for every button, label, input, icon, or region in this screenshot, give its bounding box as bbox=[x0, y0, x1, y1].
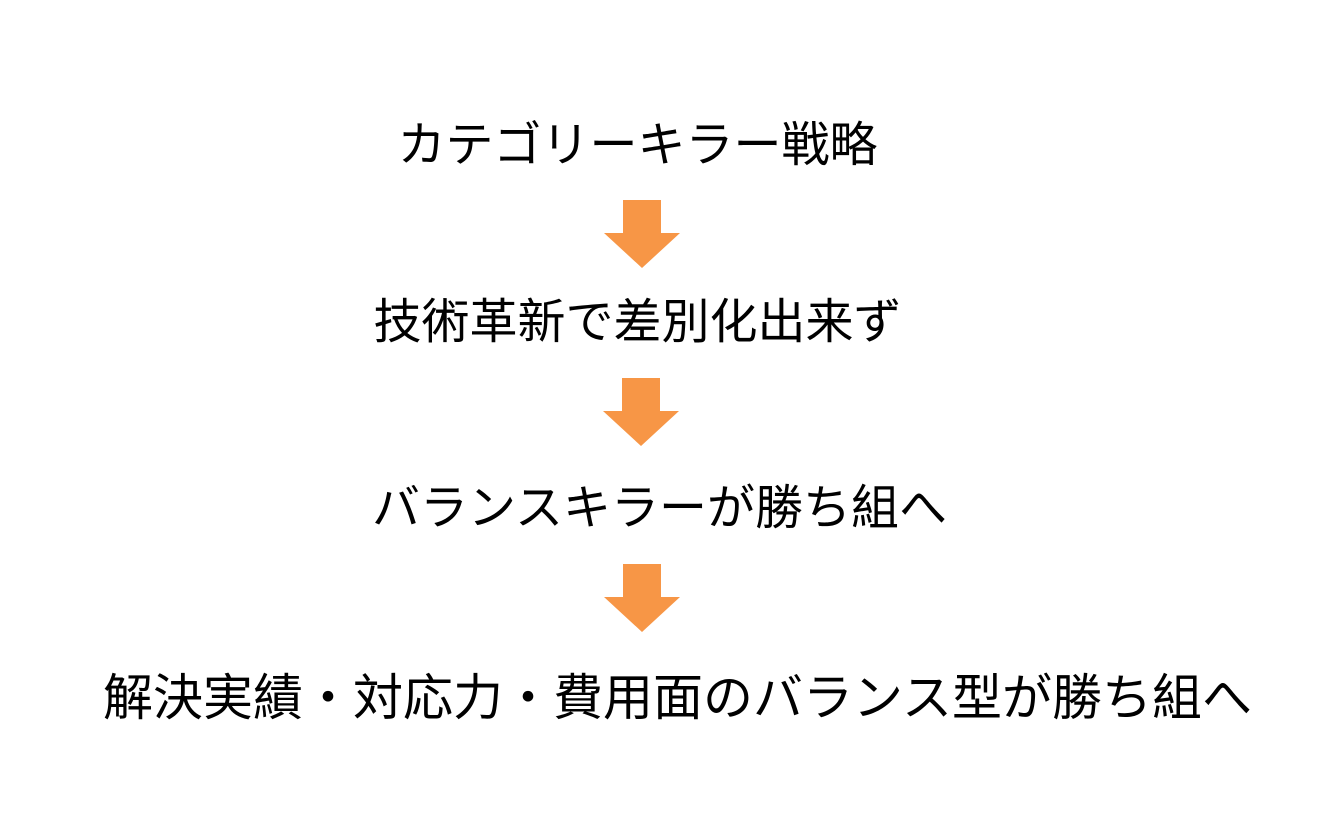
step-balance-killer: バランスキラーが勝ち組へ bbox=[371, 480, 948, 536]
down-arrow-icon bbox=[604, 200, 680, 268]
down-arrow-icon bbox=[603, 378, 679, 446]
step-category-killer: カテゴリーキラー戦略 bbox=[397, 117, 878, 173]
step-no-differentiation: 技術革新で差別化出来ず bbox=[373, 294, 902, 350]
down-arrow-icon bbox=[604, 564, 680, 632]
step-balance-type-winners: 解決実績・対応力・費用面のバランス型が勝ち組へ bbox=[103, 669, 1252, 727]
